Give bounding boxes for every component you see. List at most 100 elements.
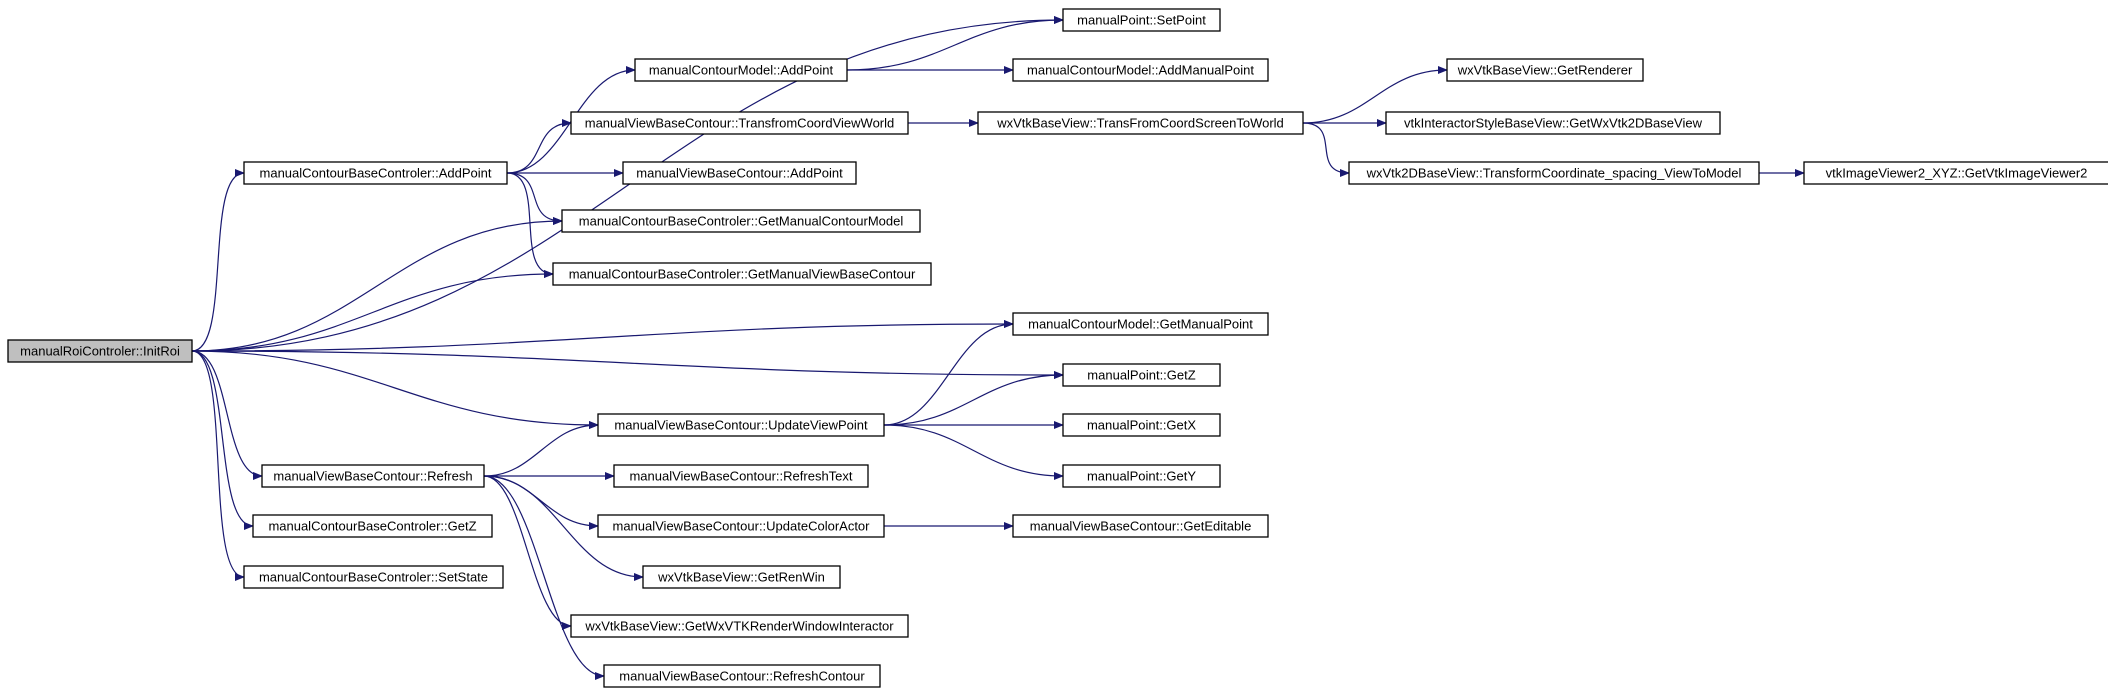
node-label: manualContourModel::GetManualPoint [1028,317,1253,332]
edge-vbc-updateviewpoint-to-mp-gety [883,424,1064,480]
node-box[interactable] [1062,413,1221,437]
node-label: manualPoint::SetPoint [1077,13,1206,28]
node-label: manualViewBaseContour::AddPoint [636,166,843,181]
node-mp-getz[interactable]: manualPoint::GetZ [1062,363,1221,387]
node-box[interactable] [1012,58,1269,82]
edge-vbc-updateviewpoint-to-cm-getmanualpoint [883,320,1014,426]
node-label: manualViewBaseContour::TransfromCoordVie… [585,116,895,131]
node-wx-getrenwin[interactable]: wxVtkBaseView::GetRenWin [642,565,841,589]
node-box[interactable] [1385,111,1721,135]
node-cm-addmanualpoint[interactable]: manualContourModel::AddManualPoint [1012,58,1269,82]
edge-wx-transfrom-to-wx-getrenderer [1302,66,1448,124]
node-box[interactable] [570,614,909,638]
node-vbc-transfrom[interactable]: manualViewBaseContour::TransfromCoordVie… [570,111,909,135]
node-label: vtkInteractorStyleBaseView::GetWxVtk2DBa… [1404,116,1703,131]
node-mp-getx[interactable]: manualPoint::GetX [1062,413,1221,437]
node-box[interactable] [1062,363,1221,387]
node-initroi[interactable]: manualRoiControler::InitRoi [7,339,193,363]
node-box[interactable] [7,339,193,363]
edge-initroi-to-cbc-setstate [191,350,245,581]
edge-vbc-updateviewpoint-to-mp-getz [883,371,1064,426]
edges-layer [191,16,1805,680]
edge-cbc-addpoint-to-vbc-transfrom [506,119,572,174]
node-label: manualPoint::GetY [1087,469,1196,484]
node-box[interactable] [597,413,885,437]
nodes-layer: manualRoiControler::InitRoimanualPoint::… [7,8,2108,688]
node-label: manualContourModel::AddPoint [649,63,834,78]
node-vbc-geteditable[interactable]: manualViewBaseContour::GetEditable [1012,514,1269,538]
edge-initroi-to-vbc-refresh [191,350,263,480]
node-box[interactable] [261,464,485,488]
node-box[interactable] [552,262,932,286]
node-box[interactable] [1062,8,1221,32]
node-label: manualContourModel::AddManualPoint [1027,63,1254,78]
node-label: manualPoint::GetX [1087,418,1196,433]
node-label: manualViewBaseContour::RefreshContour [619,669,865,684]
node-cbc-getmvbc[interactable]: manualContourBaseControler::GetManualVie… [552,262,932,286]
edge-initroi-to-cbc-getmvbc [191,270,554,352]
edge-initroi-to-setpoint [191,16,1064,352]
node-box[interactable] [570,111,909,135]
edge-initroi-to-cbc-getz [191,350,254,530]
node-cbc-getmcm[interactable]: manualContourBaseControler::GetManualCon… [561,209,921,233]
node-cbc-addpoint[interactable]: manualContourBaseControler::AddPoint [243,161,508,185]
node-label: manualViewBaseContour::UpdateViewPoint [614,418,868,433]
node-label: manualViewBaseContour::Refresh [273,469,472,484]
node-vbc-refresh[interactable]: manualViewBaseContour::Refresh [261,464,485,488]
edge-initroi-to-vbc-updateviewpoint [191,350,599,429]
node-label: manualContourBaseControler::GetZ [268,519,476,534]
node-label: manualViewBaseContour::UpdateColorActor [612,519,870,534]
edge-initroi-to-cbc-getmcm [191,217,563,352]
node-wx-transfrom[interactable]: wxVtkBaseView::TransFromCoordScreenToWor… [977,111,1304,135]
node-mp-gety[interactable]: manualPoint::GetY [1062,464,1221,488]
node-cm-getmanualpoint[interactable]: manualContourModel::GetManualPoint [1012,312,1269,336]
edge-vbc-refresh-to-wx-getrenwin [483,475,644,581]
node-label: wxVtk2DBaseView::TransformCoordinate_spa… [1366,166,1742,181]
node-isbv-getwx[interactable]: vtkInteractorStyleBaseView::GetWxVtk2DBa… [1385,111,1721,135]
node-box[interactable] [642,565,841,589]
node-setpoint[interactable]: manualPoint::SetPoint [1062,8,1221,32]
node-box[interactable] [613,464,869,488]
node-vbc-updatecoloractor[interactable]: manualViewBaseContour::UpdateColorActor [597,514,885,538]
edge-cbc-addpoint-to-cbc-getmcm [506,172,563,225]
node-wx2d-transform[interactable]: wxVtk2DBaseView::TransformCoordinate_spa… [1348,161,1760,185]
node-cbc-setstate[interactable]: manualContourBaseControler::SetState [243,565,504,589]
node-vbc-refreshcontour[interactable]: manualViewBaseContour::RefreshContour [603,664,881,688]
edge-vbc-refresh-to-vbc-updateviewpoint [483,421,599,477]
node-vbc-updateviewpoint[interactable]: manualViewBaseContour::UpdateViewPoint [597,413,885,437]
node-wx-getrenderer[interactable]: wxVtkBaseView::GetRenderer [1446,58,1644,82]
node-box[interactable] [977,111,1304,135]
node-box[interactable] [243,565,504,589]
node-box[interactable] [1012,312,1269,336]
node-box[interactable] [252,514,493,538]
node-label: wxVtkBaseView::GetWxVTKRenderWindowInter… [584,619,894,634]
node-box[interactable] [1803,161,2108,185]
node-box[interactable] [1446,58,1644,82]
node-box[interactable] [603,664,881,688]
node-cbc-getz[interactable]: manualContourBaseControler::GetZ [252,514,493,538]
edge-vbc-refresh-to-wx-getwxvtkrwi [483,475,572,630]
node-label: vtkImageViewer2_XYZ::GetVtkImageViewer2 [1826,166,2088,181]
node-cm-addpoint[interactable]: manualContourModel::AddPoint [634,58,848,82]
edge-wx-transfrom-to-wx2d-transform [1302,122,1350,177]
node-wx-getwxvtkrwi[interactable]: wxVtkBaseView::GetWxVTKRenderWindowInter… [570,614,909,638]
edge-cm-addpoint-to-setpoint [846,16,1064,71]
node-vbc-refreshtext[interactable]: manualViewBaseContour::RefreshText [613,464,869,488]
node-label: manualContourBaseControler::AddPoint [260,166,492,181]
node-box[interactable] [622,161,857,185]
node-box[interactable] [634,58,848,82]
node-label: manualContourBaseControler::GetManualVie… [569,267,916,282]
node-box[interactable] [1062,464,1221,488]
node-box[interactable] [597,514,885,538]
node-label: wxVtkBaseView::GetRenWin [657,570,825,585]
node-box[interactable] [1348,161,1760,185]
node-label: manualPoint::GetZ [1087,368,1195,383]
node-box[interactable] [243,161,508,185]
node-viewer2[interactable]: vtkImageViewer2_XYZ::GetVtkImageViewer2 [1803,161,2108,185]
node-vbc-addpoint[interactable]: manualViewBaseContour::AddPoint [622,161,857,185]
node-label: manualContourBaseControler::GetManualCon… [579,214,904,229]
node-box[interactable] [1012,514,1269,538]
node-label: wxVtkBaseView::GetRenderer [1457,63,1633,78]
node-box[interactable] [561,209,921,233]
